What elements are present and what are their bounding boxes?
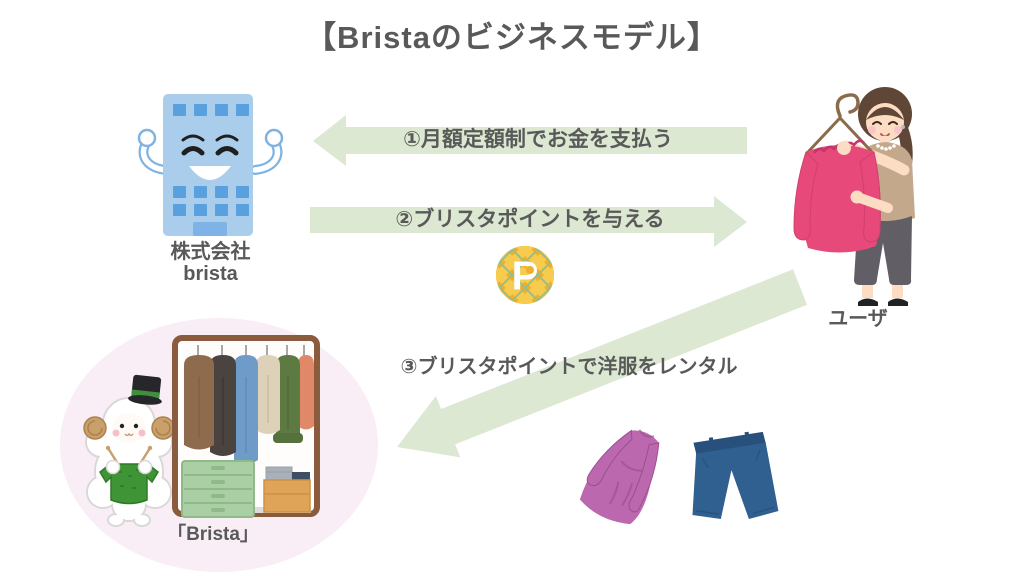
building-arms	[137, 128, 284, 175]
point-coin-letter-hole	[526, 266, 534, 274]
woman-necklace	[876, 144, 896, 151]
flow-3-label: ③ブリスタポイントで洋服をレンタル	[400, 356, 738, 378]
building-face	[181, 134, 239, 180]
woman-hand-on-dress	[850, 190, 864, 204]
closet-drawers	[181, 460, 255, 518]
user-label: ユーザ	[828, 308, 888, 330]
point-coin-letter: P	[512, 254, 539, 298]
company-name-jp: 株式会社	[170, 241, 251, 263]
arrow-right-give-points	[310, 196, 747, 247]
arrow-diagonal-rental	[397, 269, 807, 458]
company-label: 株式会社 brista	[133, 241, 288, 285]
closet-cabinet	[263, 466, 311, 513]
company-name-en: brista	[183, 263, 238, 285]
service-label: 「Brista」	[167, 524, 259, 545]
flow-1-label: ①月額定額制でお金を支払う	[403, 128, 673, 151]
company-building-icon	[137, 94, 284, 236]
rental-dress-icon	[579, 429, 660, 525]
point-coin-icon: P	[496, 246, 554, 304]
closet-icon	[172, 335, 320, 518]
sheep-top-hat-icon	[128, 374, 162, 405]
woman-hand-on-hanger	[837, 141, 851, 155]
user-woman-icon	[793, 87, 915, 306]
flow-2-label: ②ブリスタポイントを与える	[395, 208, 665, 231]
woman-face-features	[868, 121, 905, 138]
woman-shoes	[858, 298, 908, 306]
sheep-horns	[83, 416, 175, 440]
building-windows	[173, 104, 249, 216]
held-pink-dress	[793, 139, 881, 253]
closet-coats	[184, 355, 314, 464]
diagram-title: 【Bristaのビジネスモデル】	[305, 20, 719, 55]
sheep-mascot-icon	[83, 374, 175, 527]
sheep-face	[112, 423, 146, 437]
building-door	[193, 222, 227, 236]
sheep-knitting	[99, 445, 159, 505]
rental-pants-icon	[692, 431, 779, 520]
arrow-left-monthly-payment	[313, 115, 747, 166]
